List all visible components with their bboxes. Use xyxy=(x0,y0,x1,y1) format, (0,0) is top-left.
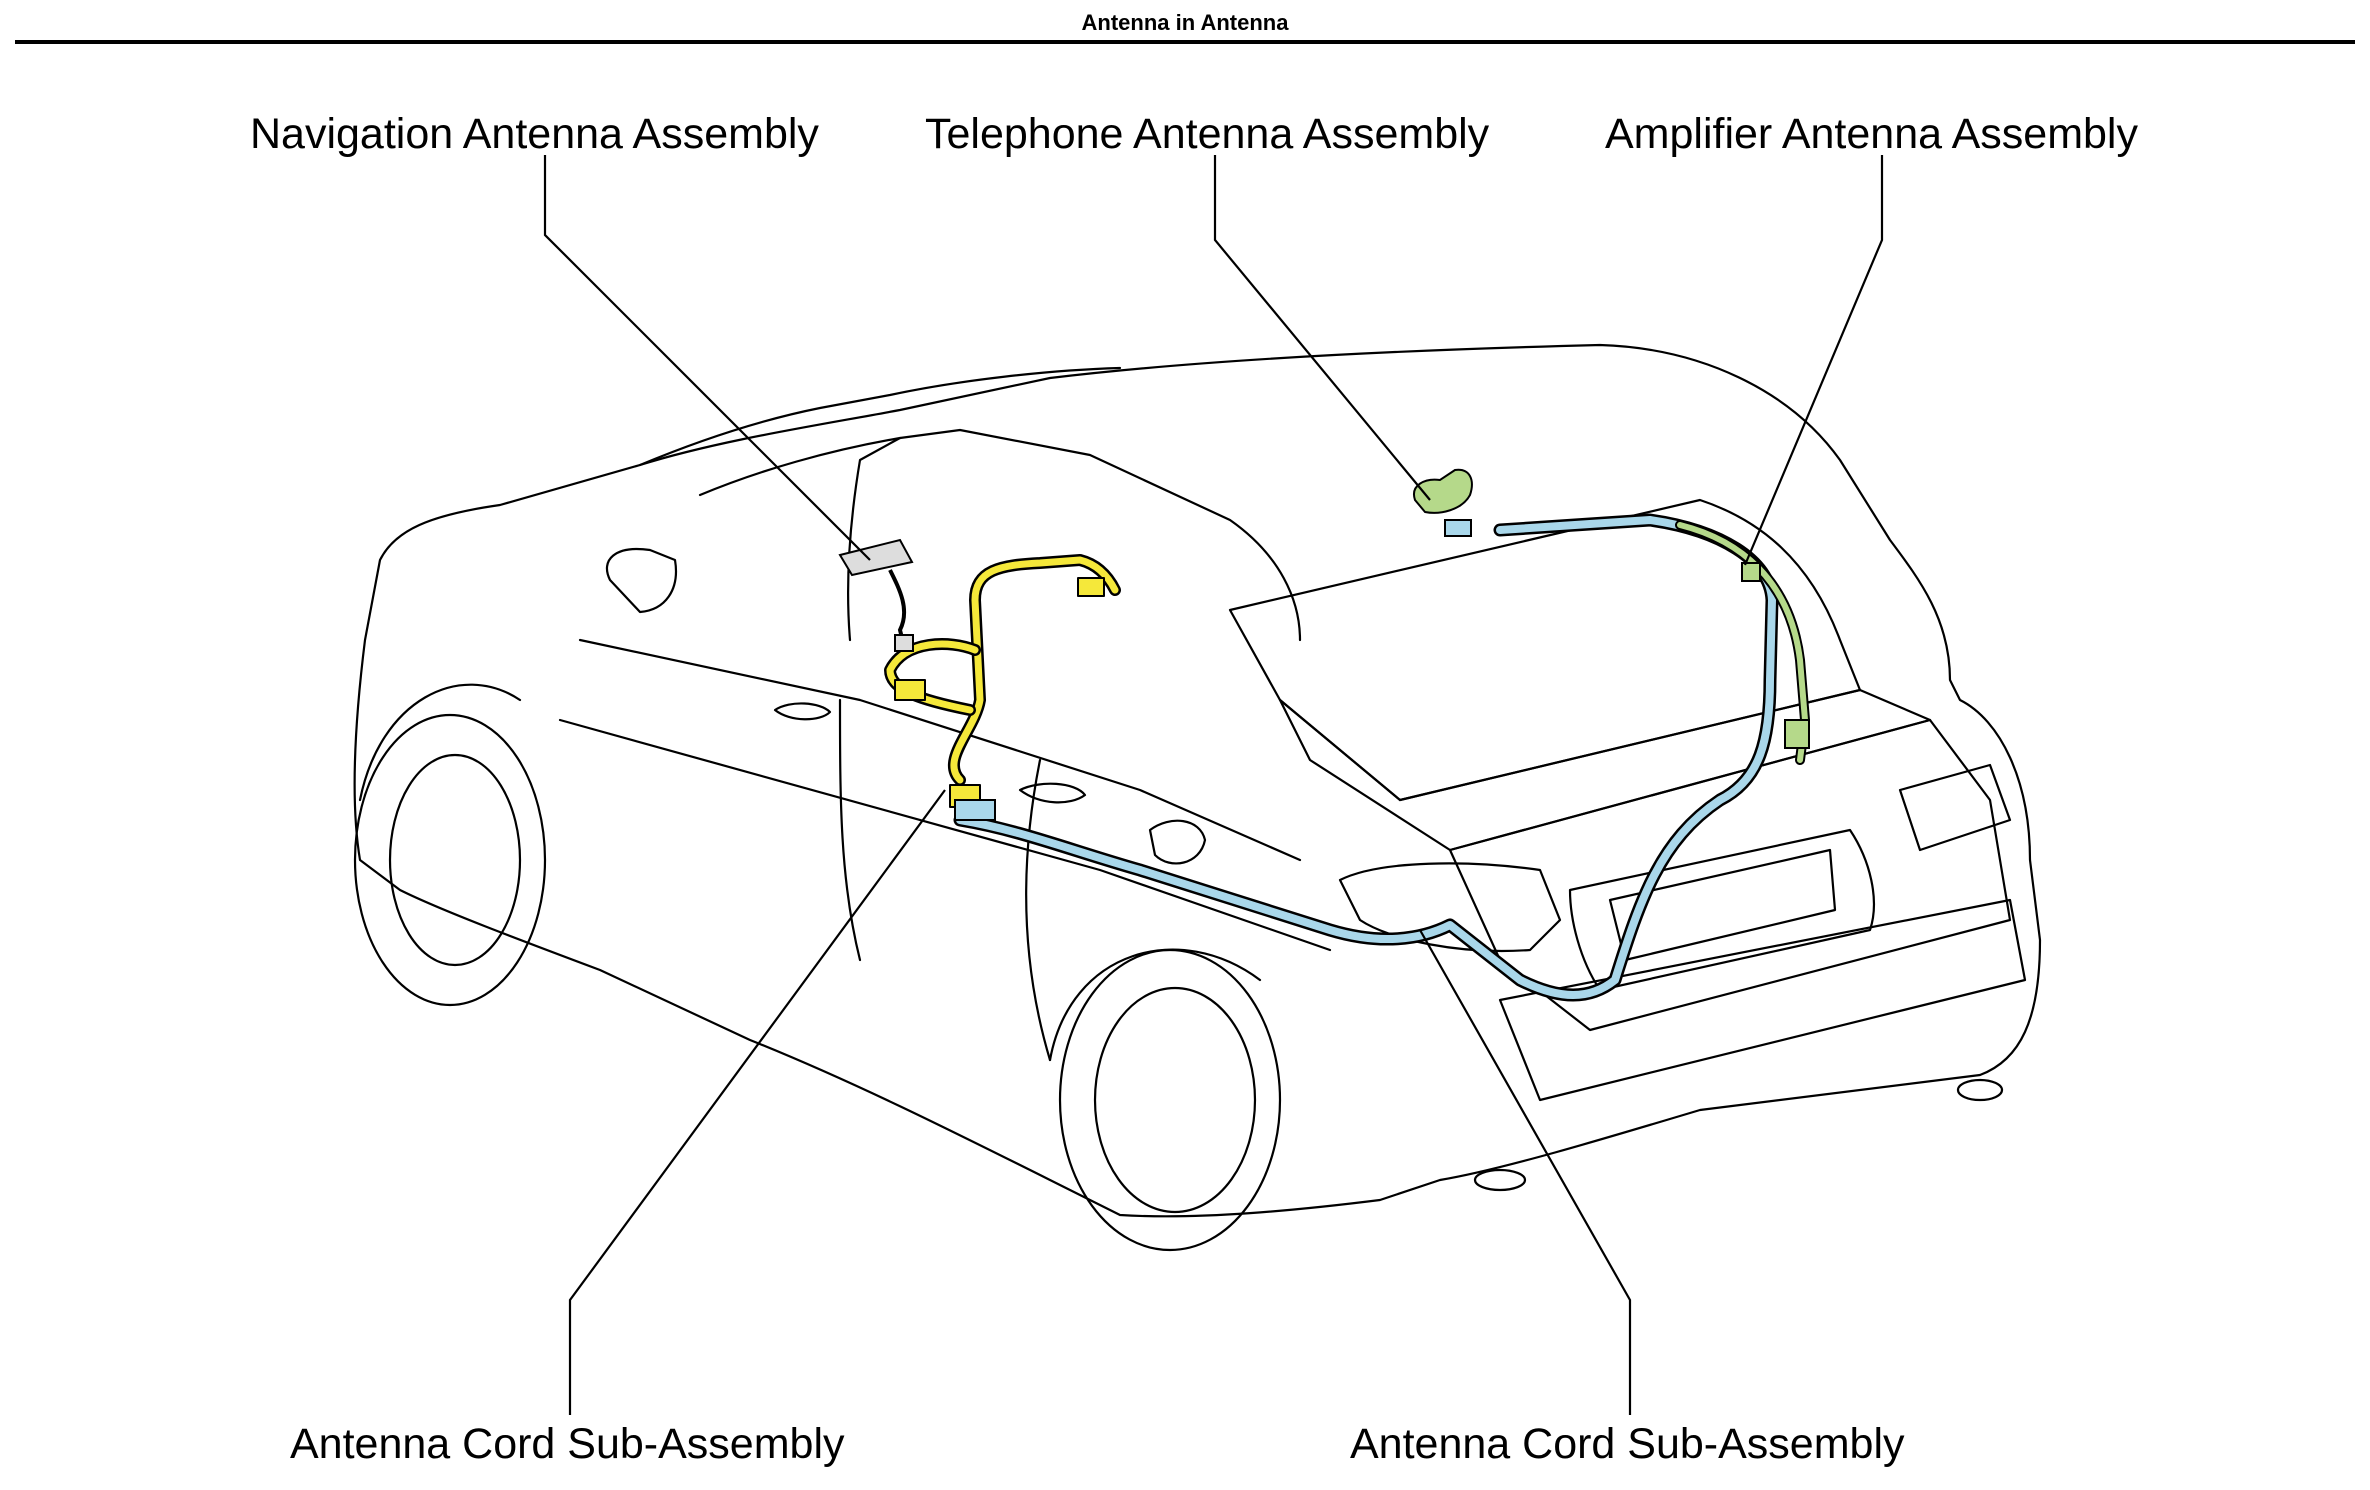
leader-cord-front xyxy=(568,789,946,1415)
amplifier-cord-green xyxy=(1675,520,1811,765)
leader-amplifier xyxy=(1743,155,1884,566)
leader-cord-rear xyxy=(1419,929,1632,1415)
antenna-cord-rear-label: Antenna Cord Sub-Assembly xyxy=(1350,1420,1905,1468)
amplifier-antenna-label: Amplifier Antenna Assembly xyxy=(1605,110,2138,158)
header-divider xyxy=(15,40,2355,44)
page-title: Antenna in Antenna xyxy=(1081,10,1289,35)
leader-telephone xyxy=(1213,155,1431,501)
car-outline xyxy=(353,343,2042,1252)
leader-lines xyxy=(543,155,1884,1415)
antenna-cord-yellow xyxy=(884,554,1121,808)
antenna-cord-blue xyxy=(953,513,1779,1002)
cord-connector-blue xyxy=(954,799,996,821)
navigation-antenna-label: Navigation Antenna Assembly xyxy=(250,110,819,158)
telephone-antenna-label: Telephone Antenna Assembly xyxy=(925,110,1490,158)
telephone-antenna-part xyxy=(1413,468,1473,537)
leader-navigation xyxy=(543,155,871,561)
navigation-antenna-part xyxy=(838,538,914,652)
antenna-cord-front-label: Antenna Cord Sub-Assembly xyxy=(290,1420,845,1468)
